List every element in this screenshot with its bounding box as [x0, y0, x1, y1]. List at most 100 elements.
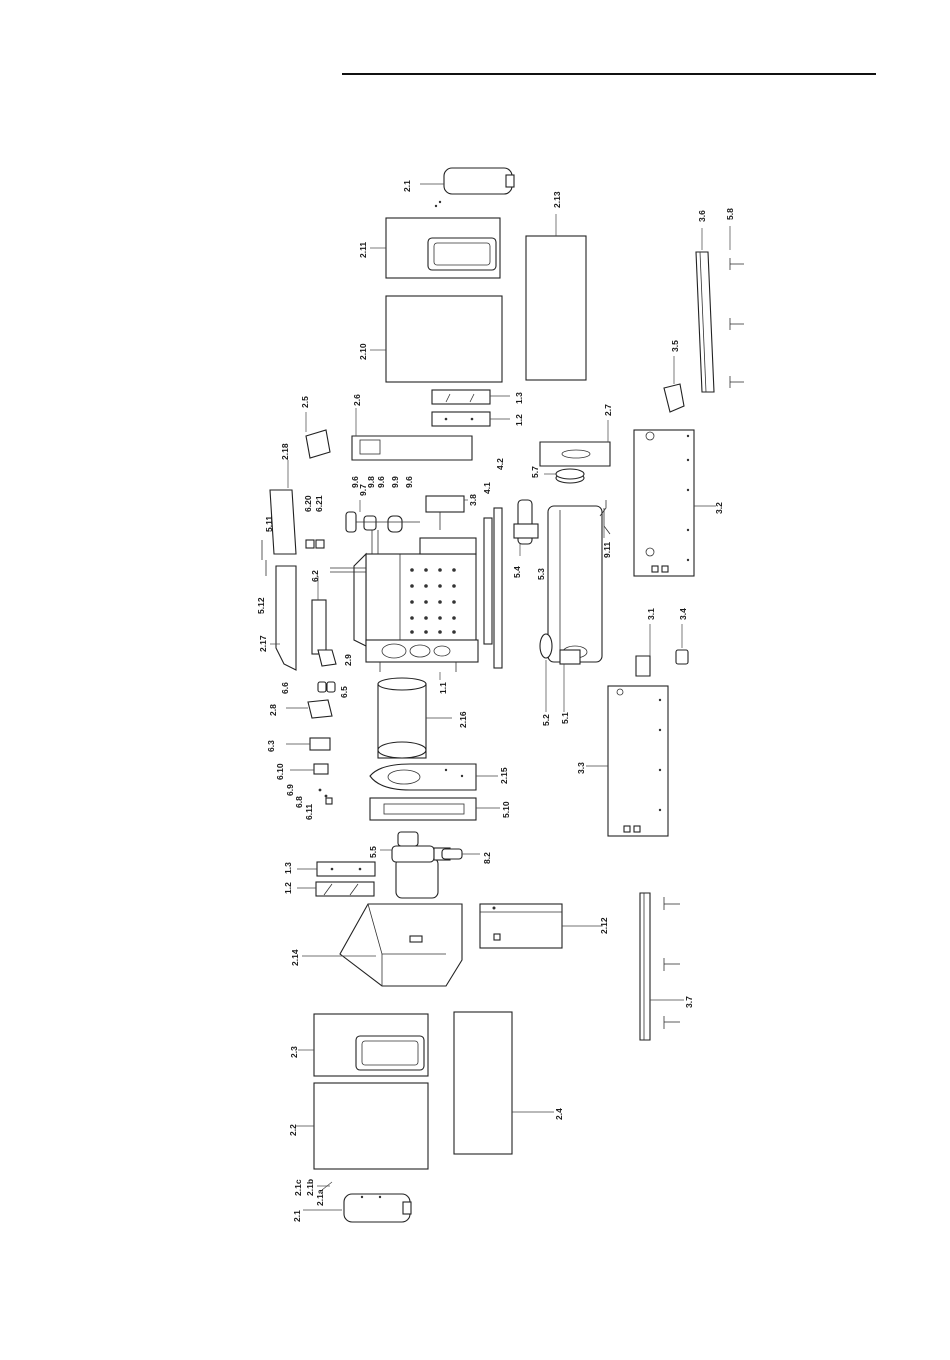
- label-5-11: 5.11: [264, 516, 274, 532]
- label-2-6: 2.6: [352, 394, 362, 406]
- label-2-16: 2.16: [458, 711, 468, 728]
- label-1-1: 1.1: [438, 682, 448, 694]
- label-6-5: 6.5: [339, 686, 349, 698]
- label-3-8: 3.8: [468, 494, 478, 506]
- label-2-11: 2.11: [358, 242, 368, 258]
- part-5-11-5-12-rods: [262, 540, 266, 576]
- label-4-1: 4.1: [482, 482, 492, 494]
- label-5-4: 5.4: [512, 566, 522, 578]
- part-3-4-block: [676, 624, 688, 664]
- label-1-3-top: 1.3: [514, 392, 524, 404]
- label-5-8: 5.8: [725, 208, 735, 220]
- part-3-3-panel: [586, 686, 668, 836]
- label-2-7: 2.7: [603, 404, 613, 416]
- label-9-6b: 9.6: [376, 476, 386, 488]
- part-2-18-panel: [270, 460, 296, 554]
- part-8-2-nozzle: [442, 849, 480, 859]
- label-5-12: 5.12: [256, 597, 266, 614]
- part-2-1-top-cover: [420, 168, 514, 207]
- part-1-3-plate-top: [432, 390, 510, 404]
- part-2-14-tray: [302, 904, 462, 986]
- part-3-8-pump: [426, 496, 468, 530]
- part-3-6-rail: [696, 228, 714, 392]
- label-1-3-left: 1.3: [283, 862, 293, 874]
- label-2-2: 2.2: [288, 1124, 298, 1136]
- label-6-8: 6.8: [294, 796, 304, 808]
- label-5-10: 5.10: [501, 801, 511, 818]
- label-4-2: 4.2: [495, 458, 505, 470]
- part-1-2-plate-top: [432, 412, 510, 426]
- label-1-2-left: 1.2: [283, 882, 293, 894]
- label-3-5: 3.5: [670, 340, 680, 352]
- part-5-5-fan: [380, 832, 450, 898]
- label-2-17: 2.17: [258, 635, 268, 652]
- part-3-2-panel: [634, 430, 716, 576]
- label-6-11: 6.11: [304, 804, 314, 820]
- part-6-6-6-5-clips: [318, 682, 335, 692]
- part-5-3-flue-hood: [548, 500, 606, 662]
- label-5-3: 5.3: [536, 568, 546, 580]
- part-2-10-panel: [370, 296, 502, 382]
- label-3-3: 3.3: [576, 762, 586, 774]
- label-5-2: 5.2: [541, 714, 551, 726]
- label-2-1a: 2.1a: [315, 1189, 325, 1206]
- label-3-6: 3.6: [697, 210, 707, 222]
- label-2-14: 2.14: [290, 949, 300, 966]
- part-4-1-4-2-rails: [484, 508, 502, 668]
- label-2-8: 2.8: [268, 704, 278, 716]
- part-2-5-bracket: [306, 412, 330, 458]
- label-2-9: 2.9: [343, 654, 353, 666]
- part-2-3-panel: [298, 1014, 428, 1076]
- label-2-1c: 2.1c: [293, 1179, 303, 1196]
- label-2-4: 2.4: [554, 1108, 564, 1120]
- part-6-20-6-21-clips: [306, 540, 324, 548]
- label-6-9: 6.9: [285, 784, 295, 796]
- label-6-3: 6.3: [266, 740, 276, 752]
- label-5-1: 5.1: [560, 712, 570, 724]
- label-6-2: 6.2: [310, 570, 320, 582]
- label-2-1-top: 2.1: [402, 180, 412, 192]
- part-2-2-panel: [314, 1083, 428, 1169]
- part-9-11-pipe: [604, 508, 610, 538]
- label-6-20: 6.20: [303, 495, 313, 512]
- part-3-7-rail: [640, 893, 684, 1040]
- part-2-13-panel: [526, 214, 586, 380]
- label-9-8: 9.8: [366, 476, 376, 488]
- label-3-4: 3.4: [678, 608, 688, 620]
- label-6-6: 6.6: [280, 682, 290, 694]
- label-2-3: 2.3: [289, 1046, 299, 1058]
- part-2-8-bracket: [286, 700, 332, 718]
- part-5-7-ring: [544, 469, 584, 483]
- label-2-10: 2.10: [358, 343, 368, 360]
- label-3-2: 3.2: [714, 502, 724, 514]
- part-1-2-plate-left: [297, 882, 374, 896]
- part-2-4-panel: [454, 1012, 512, 1154]
- part-6-10-clip: [290, 764, 328, 774]
- part-2-17-panel: [270, 566, 296, 670]
- part-1-3-plate-left: [297, 862, 375, 876]
- part-6-8-screws: [319, 789, 332, 804]
- part-2-9-tab: [318, 650, 336, 666]
- label-2-13: 2.13: [552, 191, 562, 208]
- label-9-9: 9.9: [390, 476, 400, 488]
- label-2-15: 2.15: [499, 767, 509, 784]
- label-6-21: 6.21: [314, 495, 324, 512]
- part-1-1-heat-exchanger: [354, 538, 478, 680]
- label-3-1: 3.1: [646, 608, 656, 620]
- label-5-5: 5.5: [368, 846, 378, 858]
- label-9-6c: 9.6: [404, 476, 414, 488]
- part-2-12-box: [480, 904, 602, 948]
- label-2-12: 2.12: [599, 917, 609, 934]
- label-8-2: 8.2: [482, 852, 492, 864]
- part-2-15-plate: [370, 764, 498, 790]
- part-6-3-block: [286, 738, 330, 750]
- label-1-2-top: 1.2: [514, 414, 524, 426]
- part-6-2-bracket: [312, 576, 326, 654]
- part-5-10-bracket: [370, 798, 500, 820]
- part-5-4-fan-unit: [514, 500, 538, 556]
- label-5-7: 5.7: [530, 466, 540, 478]
- label-2-18: 2.18: [280, 443, 290, 460]
- part-3-5-bracket: [664, 356, 684, 412]
- part-5-8-bolts: [730, 226, 744, 388]
- label-3-7: 3.7: [684, 996, 694, 1008]
